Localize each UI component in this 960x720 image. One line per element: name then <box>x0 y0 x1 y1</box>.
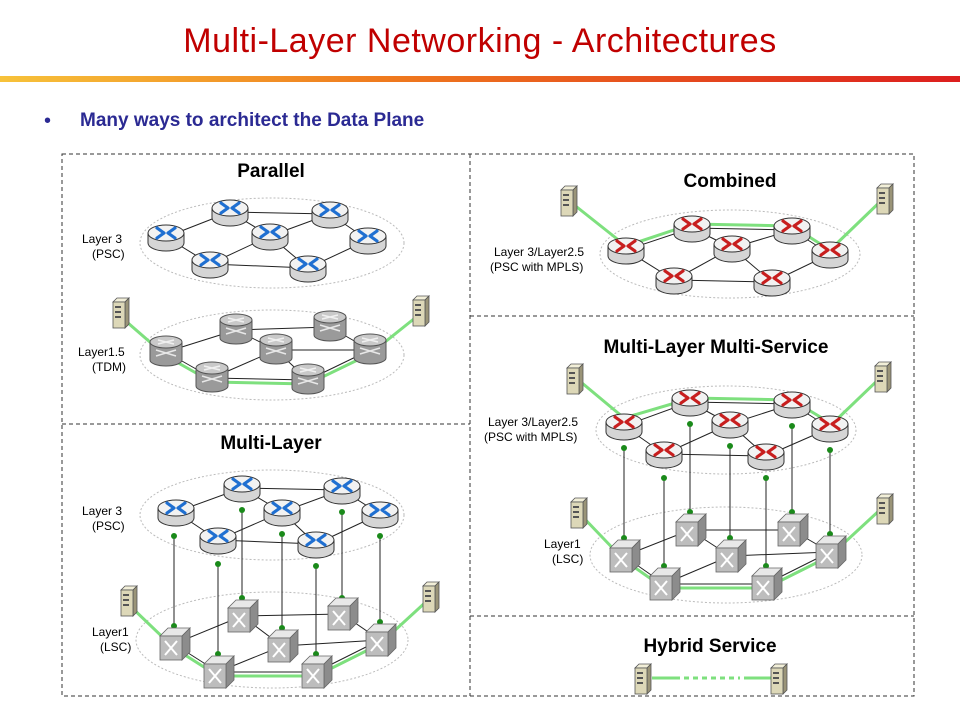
optical-switch-icon <box>365 623 397 657</box>
router-icon <box>656 268 692 294</box>
server-icon <box>570 497 588 529</box>
layer-sublabel-mlms-lsc: (LSC) <box>552 552 583 566</box>
bullet-dot: • <box>44 110 52 132</box>
tdm-switch-icon <box>353 333 387 365</box>
optical-switch-icon <box>159 627 191 661</box>
tdm-switch-icon <box>291 363 325 395</box>
slide-bullet-text: Many ways to architect the Data Plane <box>80 110 425 131</box>
server-icon <box>876 493 894 525</box>
panel-title-hybrid: Hybrid Service <box>643 636 776 657</box>
panel-combined: Combined Layer 3/Layer2.5 (PSC with MPLS… <box>490 171 894 299</box>
router-icon <box>812 242 848 268</box>
layer-label-ml-l3: Layer 3 <box>82 504 122 518</box>
router-icon <box>312 202 348 228</box>
optical-switch-icon <box>815 535 847 569</box>
tdm-switch-icon <box>313 310 347 342</box>
router-icon <box>158 500 194 526</box>
optical-switch-icon <box>227 599 259 633</box>
panel-frame <box>61 153 915 697</box>
server-icon <box>112 297 130 329</box>
router-icon <box>646 442 682 468</box>
server-icon <box>412 295 430 327</box>
tdm-switch-icon <box>149 335 183 367</box>
router-icon <box>754 270 790 296</box>
panel-title-multi-service: Multi-Layer Multi-Service <box>604 337 829 358</box>
tdm-switch-icon <box>219 313 253 345</box>
router-icon <box>298 532 334 558</box>
panel-title-multi-layer: Multi-Layer <box>220 433 322 454</box>
tdm-switch-icon <box>195 361 229 393</box>
layer-label-parallel-tdm: Layer1.5 <box>78 345 125 359</box>
router-icon <box>212 200 248 226</box>
router-icon <box>350 228 386 254</box>
interlayer-dots <box>621 421 833 569</box>
layer-label-combined: Layer 3/Layer2.5 <box>494 245 584 259</box>
router-icon <box>362 502 398 528</box>
layer-label-mlms-top: Layer 3/Layer2.5 <box>488 415 578 429</box>
panel-parallel: Parallel Layer 3 (PSC) Layer1.5 (TDM) <box>78 161 430 401</box>
router-icon <box>290 256 326 282</box>
layer-sublabel-mlms-top: (PSC with MPLS) <box>484 430 577 444</box>
server-icon <box>876 183 894 215</box>
optical-switch-icon <box>715 539 747 573</box>
layer-label-parallel-l3: Layer 3 <box>82 232 122 246</box>
router-icon <box>672 390 708 416</box>
router-icon <box>252 224 288 250</box>
panel-multi-service: Multi-Layer Multi-Service Layer 3/Layer2… <box>484 337 894 604</box>
router-icon <box>712 412 748 438</box>
router-icon <box>200 528 236 554</box>
optical-switch-icon <box>609 539 641 573</box>
router-icon <box>748 444 784 470</box>
router-icon <box>324 478 360 504</box>
router-icon <box>812 416 848 442</box>
router-icon <box>606 414 642 440</box>
server-icon <box>874 361 892 393</box>
optical-switch-icon <box>301 655 333 689</box>
layer-label-mlms-lsc: Layer1 <box>544 537 581 551</box>
optical-switch-icon <box>777 513 809 547</box>
optical-switch-icon <box>203 655 235 689</box>
optical-switch-icon <box>267 629 299 663</box>
layer-sublabel-combined: (PSC with MPLS) <box>490 260 583 274</box>
panel-title-combined: Combined <box>684 171 777 192</box>
server-icon <box>560 185 578 217</box>
server-icon <box>566 363 584 395</box>
router-icon <box>608 238 644 264</box>
optical-switch-icon <box>675 513 707 547</box>
server-icon <box>770 663 788 695</box>
panel-hybrid: Hybrid Service <box>634 636 788 695</box>
service-path <box>575 376 882 426</box>
optical-switch-icon <box>751 567 783 601</box>
title-underline <box>0 76 960 82</box>
router-icon <box>774 392 810 418</box>
layer-sublabel-ml-lsc: (LSC) <box>100 640 131 654</box>
router-icon <box>148 225 184 251</box>
panel-title-parallel: Parallel <box>237 161 305 182</box>
panel-multi-layer: Multi-Layer Layer 3 (PSC) Layer1 (LSC) <box>82 433 440 689</box>
layer-sublabel-ml-l3: (PSC) <box>92 519 125 533</box>
router-icon <box>192 252 228 278</box>
router-icon <box>224 476 260 502</box>
router-icon <box>714 236 750 262</box>
layer-sublabel-parallel-tdm: (TDM) <box>92 360 126 374</box>
router-icon <box>774 218 810 244</box>
tdm-switch-icon <box>259 333 293 365</box>
layer-label-ml-lsc: Layer1 <box>92 625 129 639</box>
layer-sublabel-parallel-l3: (PSC) <box>92 247 125 261</box>
slide-title: Multi-Layer Networking - Architectures <box>183 22 777 60</box>
service-path <box>567 196 886 252</box>
optical-switch-icon <box>327 597 359 631</box>
router-icon <box>674 216 710 242</box>
server-icon <box>422 581 440 613</box>
router-icon <box>264 500 300 526</box>
optical-switch-icon <box>649 567 681 601</box>
server-icon <box>634 663 652 695</box>
server-icon <box>120 585 138 617</box>
